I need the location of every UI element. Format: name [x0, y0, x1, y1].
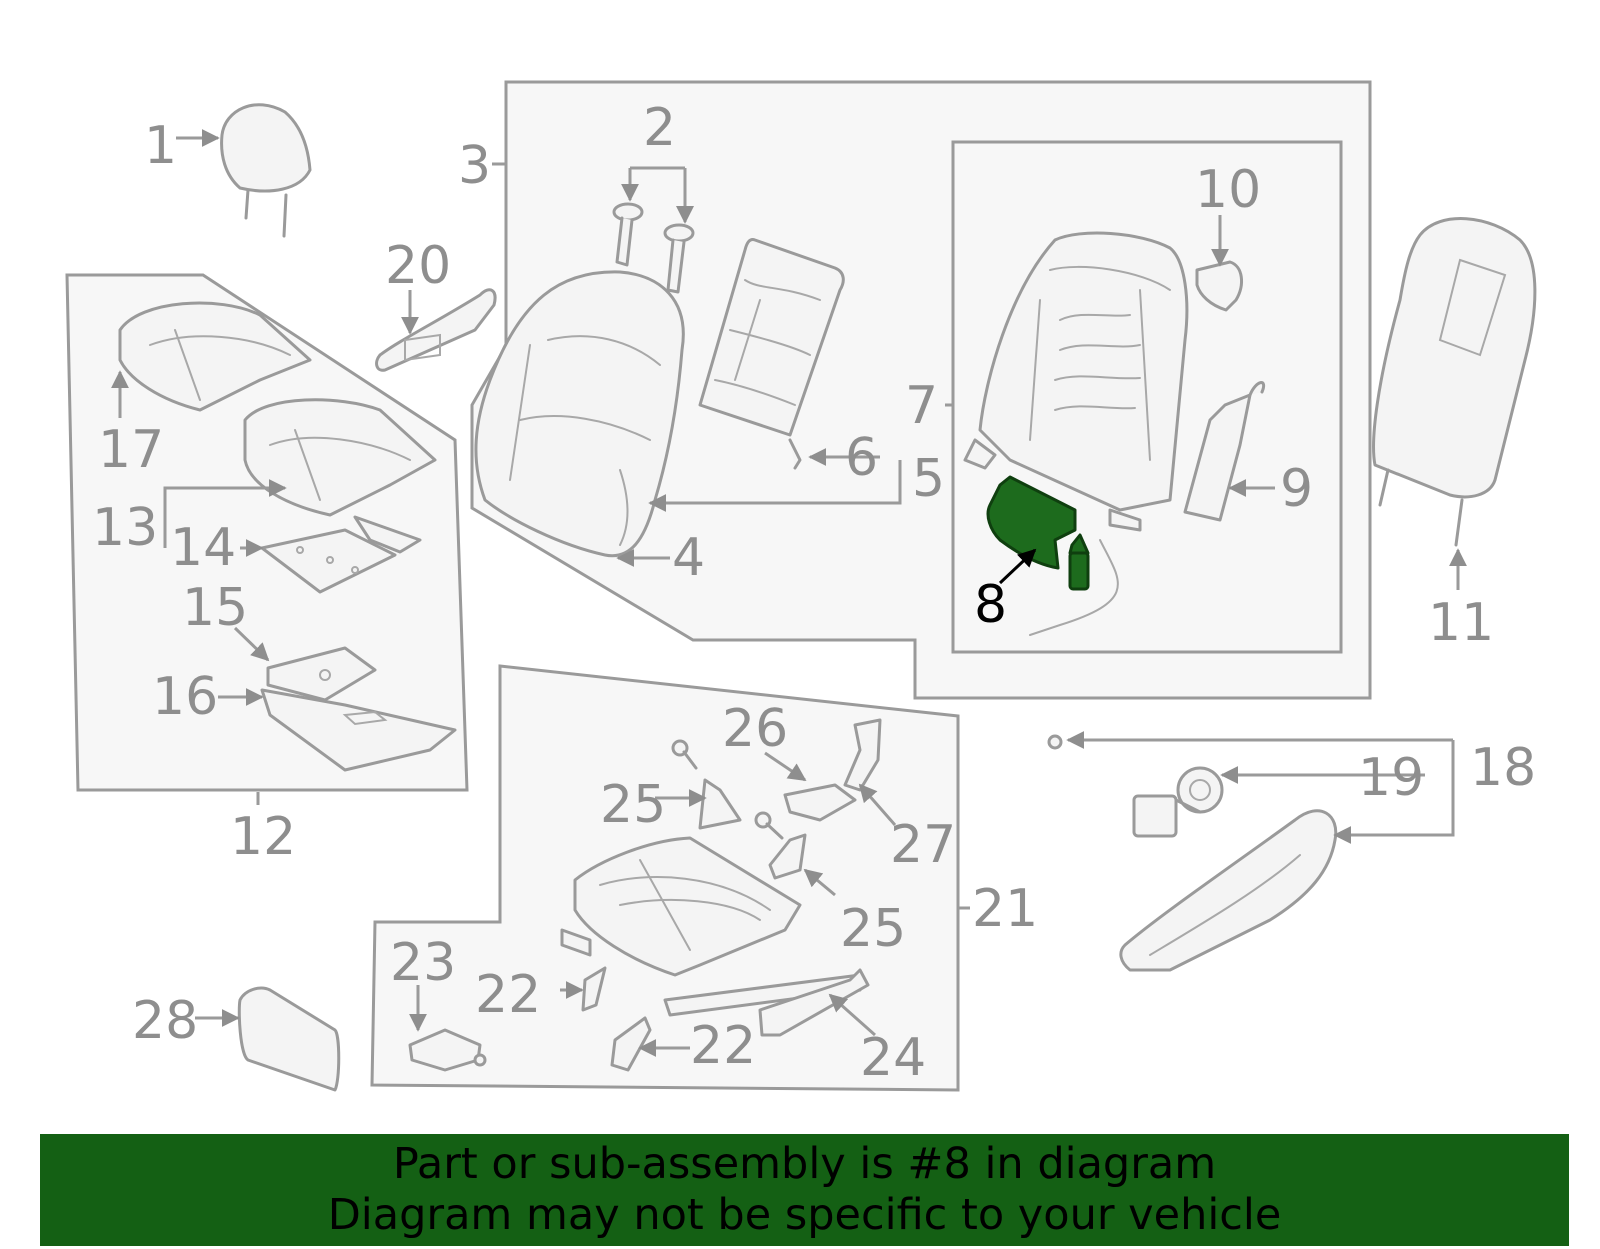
callout-25b: 25	[840, 899, 906, 959]
callout-3: 3	[458, 136, 491, 196]
callout-23: 23	[390, 933, 456, 993]
callout-20: 20	[385, 236, 451, 296]
cushion-cover	[243, 398, 437, 517]
banner-line-1: Part or sub-assembly is #8 in diagram	[392, 1139, 1217, 1189]
callout-7: 7	[905, 376, 938, 436]
headrest	[220, 103, 312, 238]
trim-pad	[237, 986, 341, 1092]
seat-track-assembly	[560, 718, 882, 1017]
callout-2: 2	[643, 98, 676, 158]
callout-26: 26	[722, 699, 788, 759]
callout-27: 27	[890, 815, 956, 875]
recliner-knob	[1195, 260, 1243, 312]
back-panel	[698, 238, 845, 470]
callout-28: 28	[132, 991, 198, 1051]
callout-21: 21	[972, 879, 1038, 939]
callout-22a: 22	[475, 965, 541, 1025]
callout-labels: 1 2 3 4 5 6 7 8 9 10 11 12 13 14 15 16 1…	[92, 98, 1536, 1088]
highlighted-part-8	[986, 475, 1119, 636]
track-covers	[581, 966, 652, 1072]
callout-22b: 22	[690, 1016, 756, 1076]
info-banner: Part or sub-assembly is #8 in diagram Di…	[40, 1134, 1569, 1246]
callout-17: 17	[98, 420, 164, 480]
callout-11: 11	[1428, 593, 1494, 653]
callout-15: 15	[182, 578, 248, 638]
track-cover	[758, 968, 870, 1037]
headrest-guides	[612, 202, 695, 294]
callout-24: 24	[860, 1028, 926, 1088]
side-airbag	[1183, 381, 1265, 522]
callout-16: 16	[152, 667, 218, 727]
banner-line-2: Diagram may not be specific to your vehi…	[327, 1190, 1282, 1240]
callout-12: 12	[230, 807, 296, 867]
callout-13: 13	[92, 498, 158, 558]
cushion-pad	[118, 301, 312, 412]
seat-heater-pad	[260, 515, 422, 594]
callout-14: 14	[170, 518, 236, 578]
callout-6: 6	[845, 428, 878, 488]
leader-lines	[111, 129, 1467, 1057]
seat-cushion-group-box	[65, 273, 469, 792]
cushion-pan	[260, 646, 457, 772]
callout-5: 5	[912, 449, 945, 509]
seat-back-frame	[963, 231, 1189, 532]
callout-8: 8	[974, 575, 1007, 635]
callout-19: 19	[1358, 748, 1424, 808]
seat-back-board	[1372, 217, 1537, 547]
callout-18: 18	[1470, 738, 1536, 798]
seat-back-cover	[474, 270, 685, 558]
callout-25a: 25	[600, 775, 666, 835]
callout-10: 10	[1195, 160, 1261, 220]
callout-9: 9	[1280, 459, 1313, 519]
power-seat-switch	[1132, 766, 1224, 838]
callout-4: 4	[672, 528, 705, 588]
callout-1: 1	[144, 116, 177, 176]
side-trim	[375, 288, 497, 372]
control-module	[408, 1028, 487, 1072]
